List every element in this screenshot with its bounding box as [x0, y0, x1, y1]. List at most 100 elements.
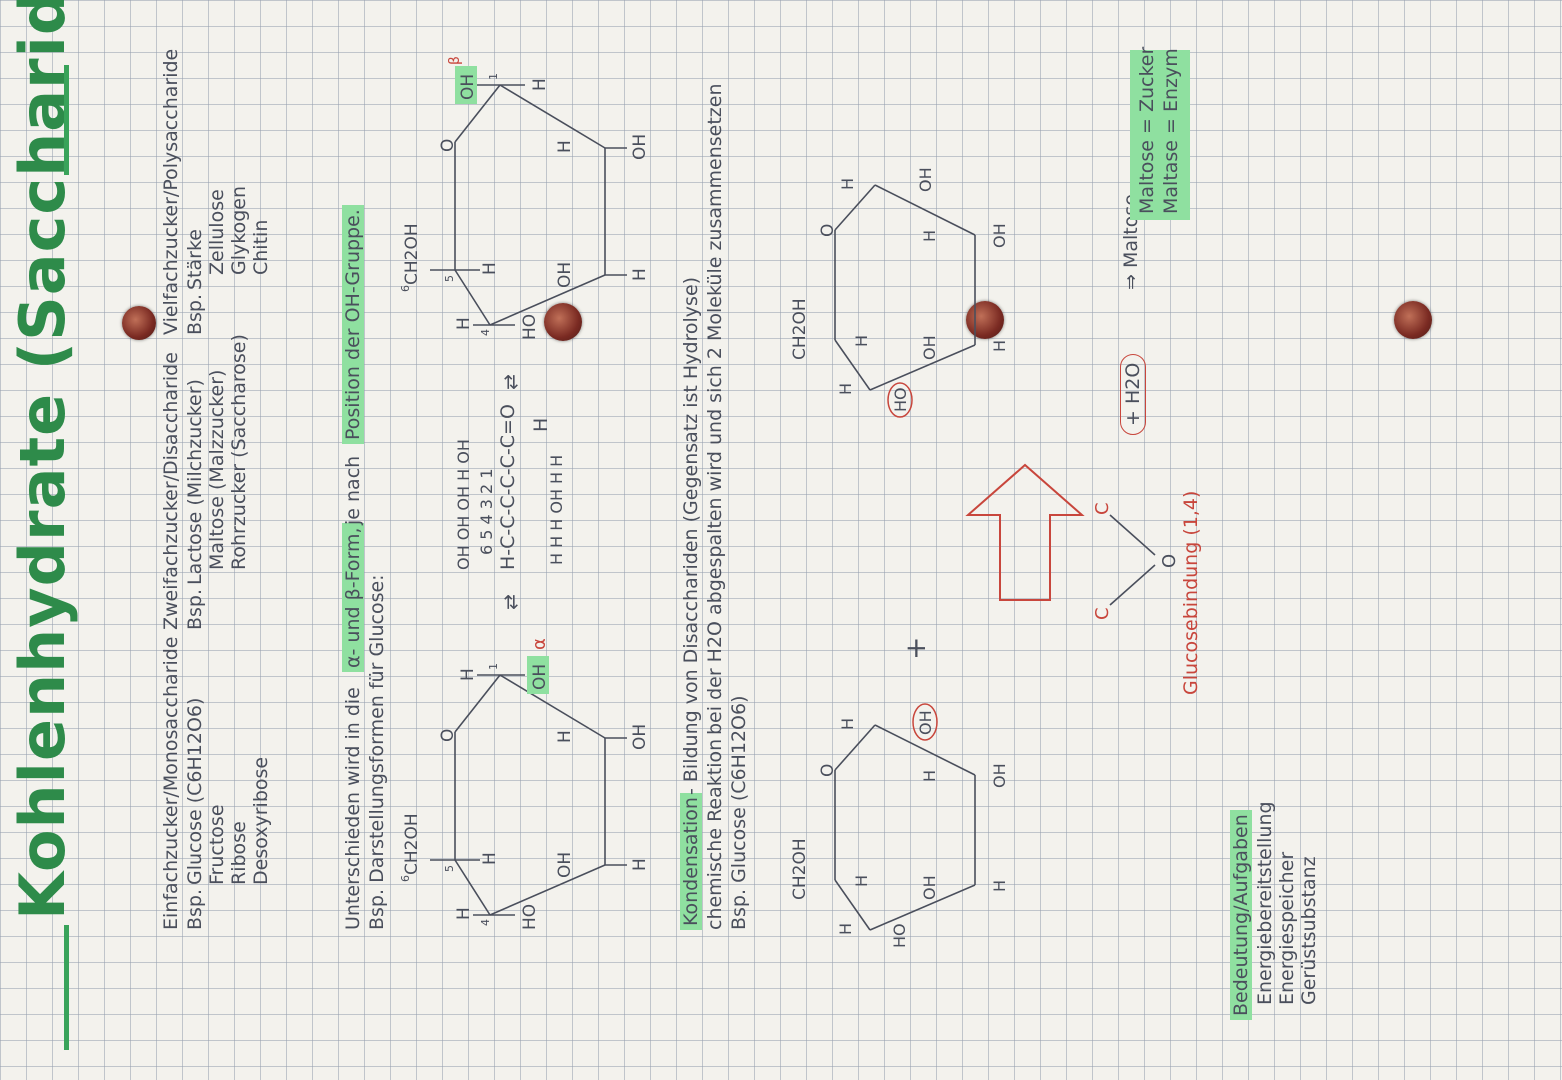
kondensation-line: bei der H2O abgespalten wird und sich 2 …: [704, 83, 726, 735]
chain-main: H-C-C-C-C-C-C=O: [497, 404, 519, 570]
enzyme-note: Maltose = Zucker Maltase = Enzym: [1130, 46, 1190, 220]
ring-h: H: [838, 178, 857, 190]
bond-o-center: O: [1159, 554, 1180, 568]
ring-ho-reacting: HO: [891, 387, 910, 412]
forms-line: Bsp. Darstellungsformen für Glucose:: [366, 574, 388, 930]
ring-oh: OH: [920, 875, 939, 900]
ring-c5: 5: [443, 275, 456, 282]
ring-h: H: [852, 335, 871, 347]
ring-oh-alpha: OH: [530, 664, 550, 690]
glycosidic-bond-sketch: C O C: [1092, 502, 1180, 620]
chain-numbers: 6 5 4 3 2 1: [477, 468, 496, 555]
ring-ho: HO: [520, 314, 540, 340]
ring-c5: 5: [443, 865, 456, 872]
bond-c-right: C: [1092, 502, 1113, 515]
ring-h: H: [454, 907, 474, 920]
ring-h: H: [838, 718, 857, 730]
list-item: Maltose (Malzzucker): [206, 369, 228, 570]
glucose-reaction-right: CH2OH O H H HO OH H H OH H OH: [790, 167, 1009, 418]
ring-h: H: [852, 875, 871, 887]
ring-h: H: [458, 668, 478, 681]
forms-highlight: Position der OH-Gruppe.: [342, 205, 364, 444]
list-item: Fructose: [206, 804, 228, 885]
kondensation-line: - Bildung von Disacchariden (Gegensatz i…: [680, 276, 702, 795]
punch-hole: [966, 301, 1004, 339]
bond-c-left: C: [1092, 607, 1113, 620]
ring-ch2oh: CH2OH: [790, 838, 810, 900]
reaction-arrow: [965, 463, 1085, 601]
list-item: Zellulose: [206, 189, 228, 275]
ring-ch2oh: CH2OH: [790, 298, 810, 360]
chain-top-groups: OH OH OH H OH: [454, 439, 473, 570]
ring-h: H: [480, 852, 500, 865]
ring-o: O: [818, 224, 838, 237]
example-prefix: Bsp.: [184, 293, 206, 335]
ring-oh-beta: OH: [458, 74, 478, 100]
ring-h: H: [555, 140, 575, 153]
ring-h: H: [990, 880, 1009, 892]
beta-glucose-ring: CH2OH 6 5 O 4 1 H H HO OH H H OH H OH β: [399, 56, 650, 340]
ring-c6: 6: [399, 875, 412, 882]
ring-h: H: [454, 317, 474, 330]
ring-oh-reacting: OH: [916, 710, 935, 735]
list-item: Gerüstsubstanz: [1298, 856, 1320, 1005]
ring-ch2oh: CH2OH: [402, 223, 422, 285]
ring-oh: OH: [555, 852, 575, 878]
list-item: Desoxyribose: [250, 756, 272, 885]
ring-ho: HO: [890, 923, 909, 948]
alpha-glucose-ring: CH2OH 6 5 O 4 1 H H HO OH H H OH H OH α: [399, 638, 650, 930]
ring-h: H: [630, 858, 650, 871]
ring-oh: OH: [916, 167, 935, 192]
ring-o: O: [438, 729, 458, 742]
list-item: Glykogen: [228, 186, 250, 275]
ring-oh: OH: [630, 724, 650, 750]
ring-oh: OH: [920, 335, 939, 360]
ring-ch2oh: CH2OH: [402, 813, 422, 875]
equilibrium-arrow-left: ⇄: [500, 594, 522, 610]
ring-h: H: [555, 730, 575, 743]
list-item: Energiespeicher: [1276, 851, 1298, 1005]
ring-c6: 6: [399, 285, 412, 292]
ring-o: O: [818, 764, 838, 777]
water-product: + H2O: [1120, 353, 1146, 435]
list-item: Ribose: [228, 821, 250, 885]
ring-h: H: [480, 262, 500, 275]
list-item: Stärke: [184, 229, 206, 290]
forms-line: je nach: [342, 455, 364, 525]
ring-c1: 1: [487, 663, 500, 670]
column-heading: Zweifachzucker/Disaccharide: [160, 352, 182, 630]
list-item: Lactose (Milchzucker): [184, 379, 206, 585]
note-line: Maltose = Zucker: [1136, 46, 1158, 214]
note-line: Maltase = Enzym: [1160, 48, 1182, 214]
ring-ho: HO: [520, 904, 540, 930]
alpha-label: α: [529, 638, 550, 650]
kondensation-label: Kondensation: [680, 793, 702, 930]
bedeutung-heading: Bedeutung/Aufgaben: [1230, 810, 1252, 1020]
kondensation-example: Bsp. Glucose (C6H12O6): [728, 695, 750, 930]
glucose-bond-label: Glucosebindung (1,4): [1180, 490, 1202, 695]
ring-h: H: [920, 230, 939, 242]
ring-oh: OH: [555, 262, 575, 288]
example-prefix: Bsp.: [184, 888, 206, 930]
ring-oh: OH: [990, 763, 1009, 788]
title-underline-right: [64, 65, 69, 175]
ring-o: O: [438, 139, 458, 152]
ring-c4: 4: [479, 919, 492, 926]
ring-h: H: [920, 770, 939, 782]
example-prefix: Bsp.: [184, 588, 206, 630]
ring-h: H: [630, 268, 650, 281]
list-item: Chitin: [250, 219, 272, 275]
title-underline-left: [64, 925, 69, 1050]
forms-line: Unterschieden wird in die: [342, 687, 364, 930]
ring-c1: 1: [487, 73, 500, 80]
glucose-reaction-left: CH2OH O H H HO OH H H OH H OH: [790, 703, 1009, 948]
chain-aldehyde-h: H: [530, 417, 552, 432]
water-label: + H2O: [1122, 362, 1144, 426]
reaction-plus: +: [899, 636, 932, 660]
ring-h: H: [836, 383, 855, 395]
punch-hole: [122, 306, 156, 340]
ring-oh: OH: [990, 223, 1009, 248]
equilibrium-arrow-right: ⇄: [500, 374, 522, 390]
chain-bottom-groups: H H H OH H H: [547, 454, 566, 565]
